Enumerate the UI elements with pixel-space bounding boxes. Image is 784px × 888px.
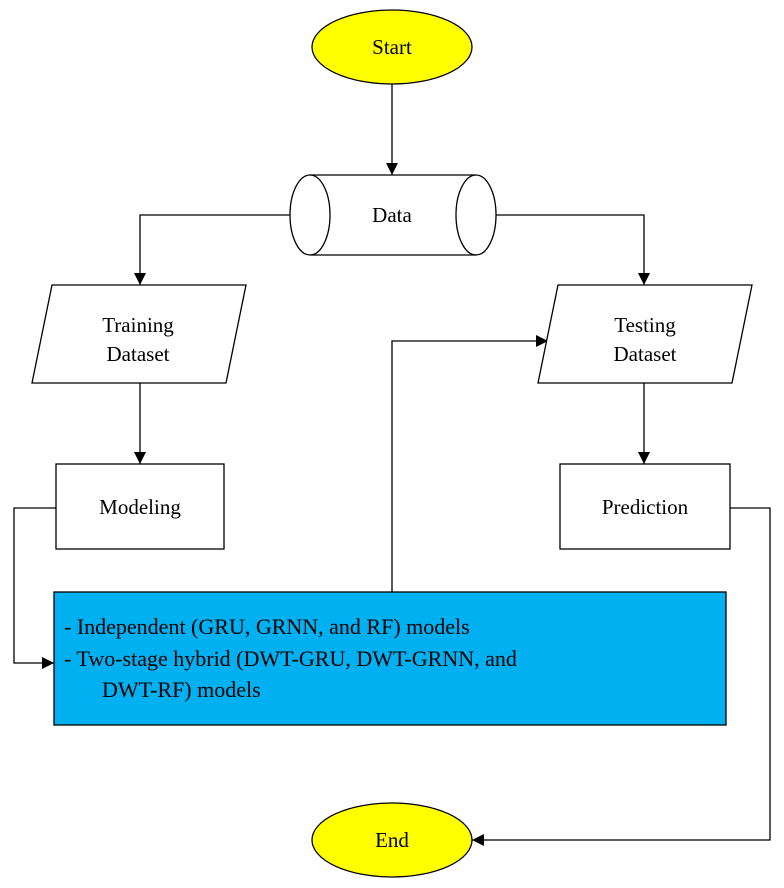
- data-cylinder-back-rim: [455, 174, 477, 256]
- arrow-modeling-to-models: [13, 507, 56, 669]
- connectors: [13, 84, 771, 846]
- testing-dataset-node: Testing Dataset: [537, 284, 753, 384]
- training-dataset-label-line1: Training: [102, 313, 174, 337]
- testing-dataset-label-line2: Dataset: [614, 342, 677, 366]
- end-shape: [311, 802, 473, 878]
- training-dataset-node: Training Dataset: [31, 284, 247, 384]
- modeling-node: Modeling: [55, 463, 225, 550]
- arrow-data-to-testing: [496, 214, 650, 285]
- testing-dataset-shape: [537, 284, 753, 384]
- prediction-label: Prediction: [602, 495, 689, 519]
- end-node: End: [311, 802, 473, 878]
- training-dataset-shape: [31, 284, 247, 384]
- data-node: Data: [289, 174, 497, 256]
- start-label: Start: [372, 35, 412, 59]
- start-shape: [311, 9, 473, 85]
- modeling-shape: [55, 463, 225, 550]
- arrow-prediction-to-end: [472, 507, 771, 846]
- models-line3: DWT-RF) models: [102, 677, 261, 702]
- testing-dataset-label-line1: Testing: [614, 313, 676, 337]
- training-dataset-label-line2: Dataset: [107, 342, 170, 366]
- arrow-models-to-testing: [391, 335, 548, 592]
- data-label: Data: [372, 203, 412, 227]
- modeling-label: Modeling: [99, 495, 181, 519]
- start-node: Start: [311, 9, 473, 85]
- data-cylinder-front-rim: [309, 174, 331, 256]
- prediction-shape: [559, 463, 731, 550]
- models-node: - Independent (GRU, GRNN, and RF) models…: [53, 591, 727, 726]
- end-label: End: [375, 828, 409, 852]
- arrow-data-to-training: [134, 214, 290, 285]
- models-line2: - Two-stage hybrid (DWT-GRU, DWT-GRNN, a…: [64, 646, 517, 671]
- models-shape: [53, 591, 727, 726]
- prediction-node: Prediction: [559, 463, 731, 550]
- models-line1: - Independent (GRU, GRNN, and RF) models: [64, 614, 470, 639]
